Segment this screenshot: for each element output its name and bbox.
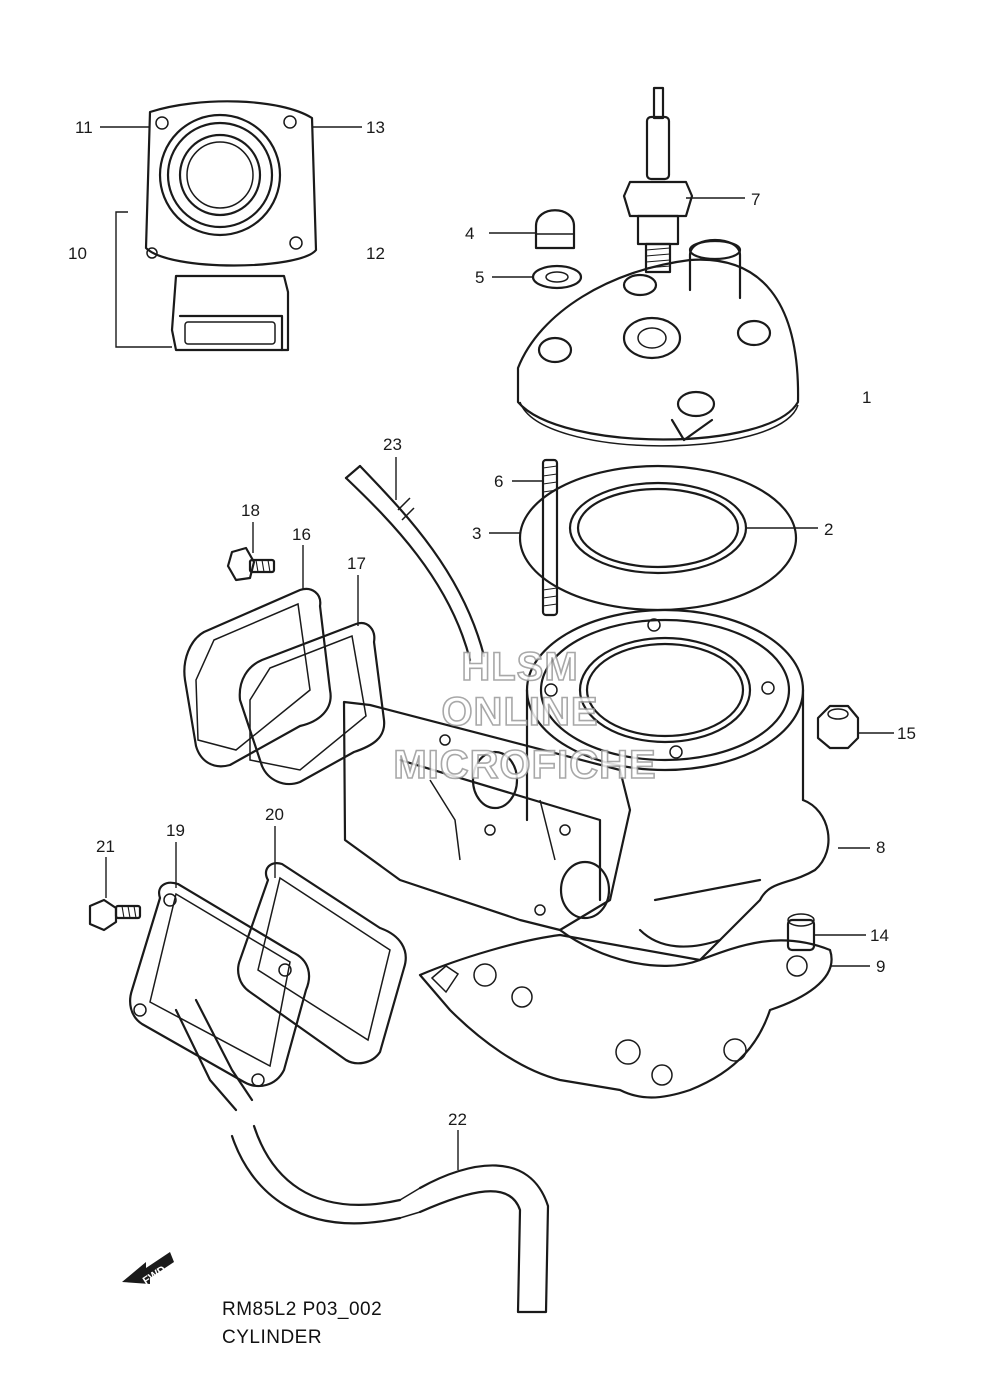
cylinder-kit-inset (144, 100, 318, 352)
callout-3: 3 (472, 524, 481, 543)
callout-14: 14 (870, 926, 889, 945)
callout-5: 5 (475, 268, 484, 287)
callout-6: 6 (494, 472, 503, 491)
callout-17: 17 (347, 554, 366, 573)
exhaust-valve-gasket (238, 622, 386, 786)
forward-arrow: FWD (122, 1252, 174, 1287)
callout-21: 21 (96, 837, 115, 856)
callout-7: 7 (751, 190, 760, 209)
callout-8: 8 (876, 838, 885, 857)
flange-bolt (226, 546, 276, 582)
callout-15: 15 (897, 724, 916, 743)
callouts: 1 2 3 4 5 6 7 8 9 10 11 12 13 14 15 16 1… (68, 118, 916, 1129)
stud-bolt (541, 458, 559, 617)
callout-1: 1 (862, 388, 871, 407)
watermark-line-1: HLSM (461, 645, 578, 689)
reed-valve-cover (129, 881, 311, 1088)
watermark: HLSM ONLINE MICROFICHE (393, 644, 657, 788)
callout-9: 9 (876, 957, 885, 976)
leader-lines (100, 126, 894, 1170)
breather-hose (344, 464, 486, 662)
diagram-code: RM85L2 P03_002 (222, 1299, 383, 1320)
cover-bolt (88, 898, 142, 932)
exhaust-gasket (183, 587, 332, 768)
callout-18: 18 (241, 501, 260, 520)
washer (531, 264, 583, 290)
callout-23: 23 (383, 435, 402, 454)
reed-valve-gasket (237, 862, 407, 1065)
o-ring (568, 481, 748, 575)
callout-16: 16 (292, 525, 311, 544)
cylinder (342, 608, 830, 967)
callout-11: 11 (75, 118, 93, 137)
head-gasket (518, 464, 798, 612)
callout-2: 2 (824, 520, 833, 539)
cylinder-head (516, 238, 800, 447)
callout-10: 10 (68, 244, 87, 263)
callout-12: 12 (366, 244, 385, 263)
watermark-line-2: ONLINE (441, 690, 598, 734)
watermark-line-3: MICROFICHE (393, 743, 656, 787)
base-gasket (418, 933, 833, 1099)
cap-nut (534, 209, 576, 250)
callout-4: 4 (465, 224, 474, 243)
spark-plug (622, 86, 694, 274)
cylinder-nut (816, 704, 860, 750)
lower-breather-hose (174, 998, 550, 1314)
callout-13: 13 (366, 118, 385, 137)
callout-22: 22 (448, 1110, 467, 1129)
diagram-title: CYLINDER (222, 1327, 323, 1348)
callout-19: 19 (166, 821, 185, 840)
callout-20: 20 (265, 805, 284, 824)
